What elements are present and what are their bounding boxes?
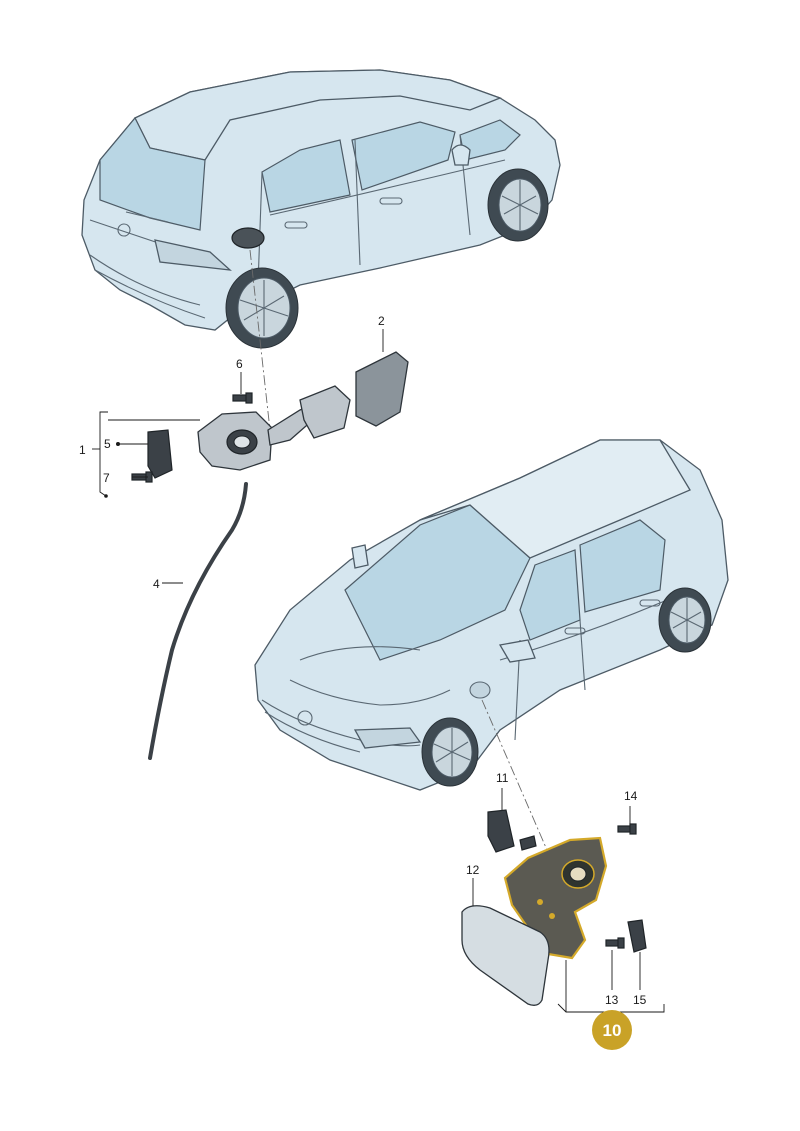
drain-hose-4 bbox=[148, 482, 248, 760]
screw-14-icon bbox=[617, 823, 637, 835]
callout-2: 2 bbox=[378, 314, 385, 328]
callout-13: 13 bbox=[605, 993, 619, 1007]
callout-4: 4 bbox=[153, 577, 160, 591]
callout-7: 7 bbox=[103, 471, 110, 485]
callout-6: 6 bbox=[236, 357, 243, 371]
callout-12: 12 bbox=[466, 863, 480, 877]
callout-15: 15 bbox=[633, 993, 647, 1007]
callout-10-badge: 10 bbox=[592, 1010, 632, 1050]
screw-13-icon bbox=[605, 937, 625, 949]
upper-parts-group bbox=[92, 249, 409, 760]
callout-11: 11 bbox=[496, 771, 509, 785]
callout-1: 1 bbox=[79, 443, 86, 457]
callout-5: 5 bbox=[104, 437, 111, 451]
screw-6-icon bbox=[232, 392, 253, 404]
front-car-illustration bbox=[254, 439, 729, 791]
rear-car-illustration bbox=[81, 69, 561, 349]
lower-parts-group bbox=[461, 699, 665, 1030]
callout-10: 10 bbox=[603, 1021, 622, 1040]
callout-14: 14 bbox=[624, 789, 638, 803]
